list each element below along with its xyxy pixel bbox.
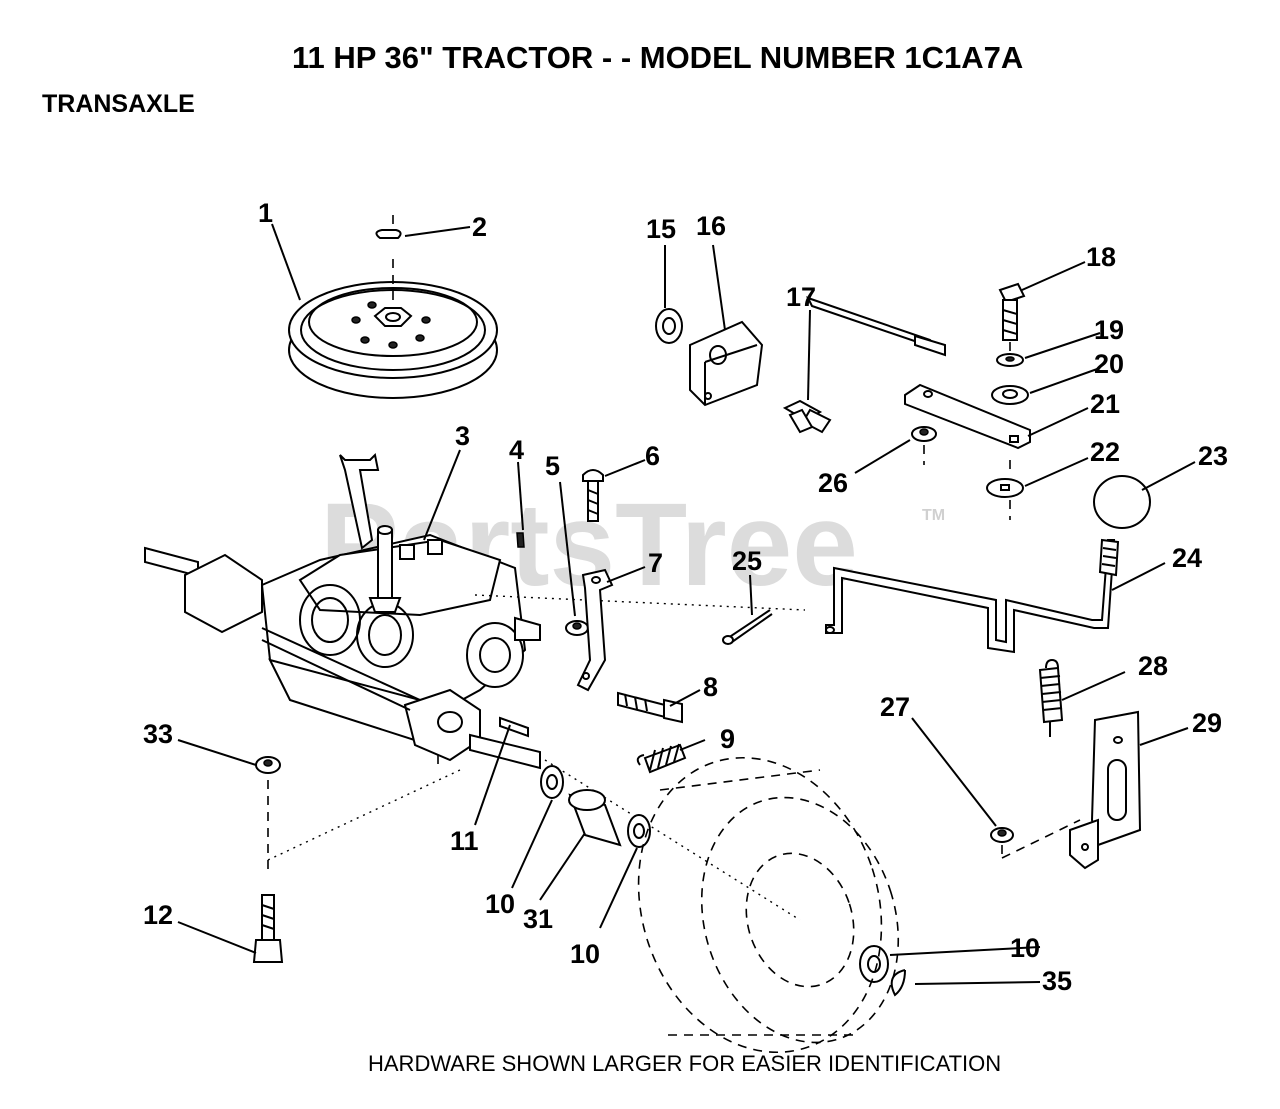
callout-35: 35: [1042, 966, 1072, 996]
callout-9: 9: [720, 724, 735, 754]
spring-28: [1038, 658, 1064, 737]
bracket-29: [1069, 710, 1142, 870]
key-11: [499, 716, 529, 738]
spring-9: [636, 743, 687, 774]
shift-rod-24: [825, 538, 1120, 654]
callout-18: 18: [1086, 242, 1116, 272]
callout-25: 25: [732, 546, 762, 576]
bracket-16: [689, 320, 764, 407]
callout-17: 17: [786, 282, 816, 312]
footer-note: HARDWARE SHOWN LARGER FOR EASIER IDENTIF…: [368, 1051, 1001, 1076]
key-4: [516, 532, 525, 548]
callout-1: 1: [258, 198, 273, 228]
leader-lines: [177, 223, 1196, 985]
page-title: 11 HP 36" TRACTOR - - MODEL NUMBER 1C1A7…: [292, 40, 1023, 75]
washer-15: [655, 308, 683, 344]
cotter-pin-25: [722, 609, 773, 645]
nut-5: [565, 620, 589, 636]
carriage-bolt-6: [582, 469, 604, 522]
washer-19: [996, 353, 1024, 367]
callout-11: 11: [450, 826, 479, 856]
callout-28: 28: [1138, 651, 1168, 681]
nut-26: [911, 426, 937, 465]
callout-23: 23: [1198, 441, 1228, 471]
pulley-key: [375, 215, 402, 239]
nut-33: [255, 756, 281, 774]
callout-3: 3: [455, 421, 470, 451]
washer-10b: [627, 814, 651, 848]
transaxle-body: [144, 452, 806, 921]
callout-12: 12: [143, 900, 173, 930]
callout-27: 27: [880, 692, 910, 722]
knob-23: [1093, 475, 1151, 529]
bracket-7: [576, 568, 614, 692]
callouts: 1 2 3 4 5 6 7 8 9 10 11 12 15 16 17 18 1…: [143, 198, 1228, 996]
callout-2: 2: [472, 212, 487, 242]
callout-19: 19: [1094, 315, 1124, 345]
spacer-31: [568, 789, 622, 847]
callout-22: 22: [1090, 437, 1120, 467]
callout-7: 7: [648, 548, 663, 578]
wheel: [637, 756, 900, 1054]
washer-22: [986, 460, 1024, 520]
callout-33: 33: [143, 719, 173, 749]
callout-31: 31: [523, 904, 553, 934]
watermark-trademark: TM: [922, 507, 945, 524]
callout-5: 5: [545, 451, 560, 481]
callout-10a: 10: [485, 889, 515, 919]
bolt-18: [998, 282, 1026, 352]
washer-10a: [540, 765, 564, 799]
callout-8: 8: [703, 672, 718, 702]
pulley: [288, 252, 498, 399]
callout-29: 29: [1192, 708, 1222, 738]
callout-26: 26: [818, 468, 848, 498]
bolt-12: [252, 894, 284, 963]
callout-10c: 10: [1010, 933, 1040, 963]
callout-16: 16: [696, 211, 726, 241]
callout-4: 4: [509, 435, 524, 465]
plate-21: [904, 383, 1031, 450]
callout-10b: 10: [570, 939, 600, 969]
callout-6: 6: [645, 441, 660, 471]
callout-24: 24: [1172, 543, 1202, 573]
callout-15: 15: [646, 214, 676, 244]
control-rod-17: [782, 296, 946, 434]
callout-20: 20: [1094, 349, 1124, 379]
callout-21: 21: [1090, 389, 1120, 419]
bolt-8: [617, 691, 683, 724]
section-title: TRANSAXLE: [42, 90, 195, 118]
washer-20: [991, 385, 1029, 405]
e-clip-35: [890, 969, 906, 997]
nut-27: [990, 819, 1081, 859]
washer-10c: [859, 945, 889, 983]
